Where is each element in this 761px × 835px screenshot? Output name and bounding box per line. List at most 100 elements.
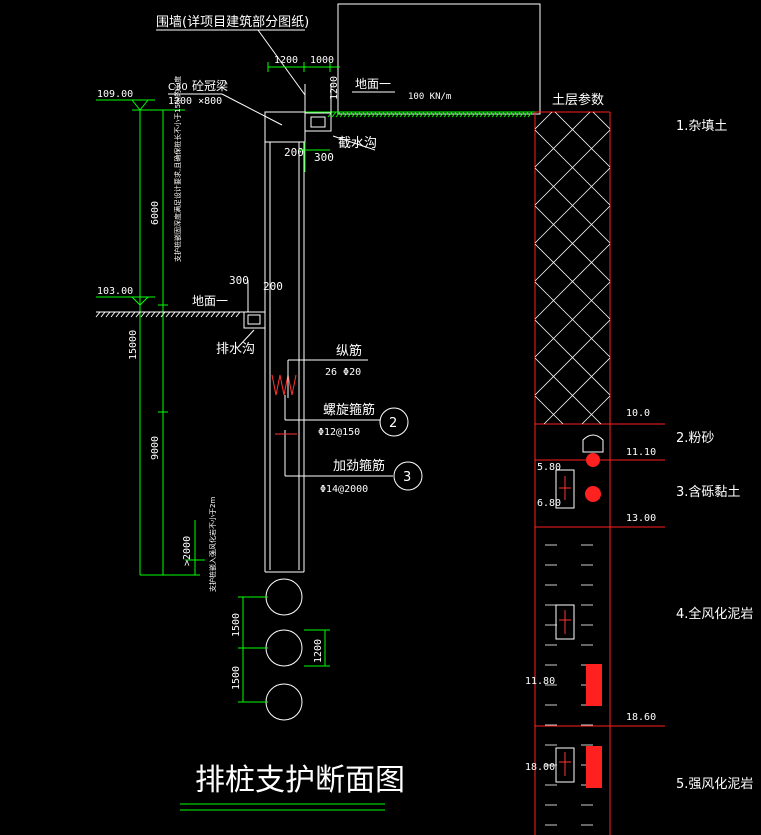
hatch-line bbox=[155, 311, 161, 318]
dim-15000: 15000 bbox=[128, 330, 139, 360]
note-lower: 支护桩嵌入强风化岩不小于2m bbox=[208, 497, 217, 592]
hatch-line bbox=[170, 311, 176, 318]
hatch-line bbox=[403, 111, 409, 118]
hatch-line bbox=[581, 395, 611, 425]
callout-3-num: 3 bbox=[403, 470, 411, 485]
hatch-line bbox=[399, 111, 405, 118]
hatch-line bbox=[339, 111, 345, 118]
hatch-line bbox=[499, 111, 505, 118]
hatch-line bbox=[463, 111, 469, 118]
depth-4: 18.60 bbox=[626, 712, 656, 723]
hatch-line bbox=[415, 111, 421, 118]
hatch-line bbox=[359, 111, 365, 118]
sample-1: 5.80 bbox=[537, 462, 561, 473]
rebar-long-name: 纵筋 bbox=[336, 343, 362, 359]
dim-300: 300 bbox=[314, 151, 334, 164]
depth-3: 13.00 bbox=[626, 513, 656, 524]
dim-plan-1500a: 1500 bbox=[231, 613, 242, 637]
pile-body bbox=[264, 142, 305, 573]
hatch-line bbox=[495, 111, 501, 118]
hatch-line bbox=[534, 395, 564, 425]
elev-mid: 103.00 bbox=[97, 286, 133, 297]
hatch-line bbox=[120, 311, 126, 318]
lower-ditch bbox=[243, 280, 266, 329]
hatch-line bbox=[371, 111, 377, 118]
hatch-line bbox=[355, 111, 361, 118]
elev-top-marker bbox=[96, 99, 185, 575]
crown-beam bbox=[264, 111, 306, 143]
hatch-line bbox=[225, 311, 231, 318]
hatch-line bbox=[534, 111, 553, 130]
hatch-line bbox=[515, 111, 521, 118]
hatch-line bbox=[200, 311, 206, 318]
soil-layer-5: 5.强风化泥岩 bbox=[676, 777, 753, 792]
hatch-line bbox=[511, 111, 517, 118]
hatch-line bbox=[367, 111, 373, 118]
soil-header: 土层参数 bbox=[552, 92, 604, 108]
rebar-spiral-spec: Φ12@150 bbox=[318, 427, 360, 438]
hatch-line bbox=[160, 311, 166, 318]
hatch-line bbox=[419, 111, 425, 118]
hatch-line bbox=[387, 111, 393, 118]
hatch-line bbox=[110, 311, 116, 318]
hatch-line bbox=[145, 311, 151, 318]
hatch-line bbox=[383, 111, 389, 118]
hatch-line bbox=[592, 111, 611, 130]
hatch-line bbox=[180, 311, 186, 318]
hatch-line bbox=[534, 167, 611, 244]
hatch-line bbox=[534, 243, 611, 320]
hatch-line bbox=[190, 311, 196, 318]
rebar-long-spec: 26 Φ20 bbox=[325, 367, 361, 378]
hatch-line bbox=[185, 311, 191, 318]
hatch-line bbox=[523, 111, 529, 118]
hatch-line bbox=[534, 205, 611, 282]
hatch-line bbox=[503, 111, 509, 118]
hatch-line bbox=[443, 111, 449, 118]
hatch-line bbox=[554, 111, 611, 168]
elev-mid-marker bbox=[96, 296, 155, 306]
pile-plan-dims bbox=[238, 596, 330, 703]
ground-lower-hatch bbox=[95, 311, 241, 318]
hatch-line bbox=[395, 111, 401, 118]
top-note: 围墙(详项目建筑部分图纸) bbox=[156, 14, 309, 30]
beam-size: 1200 ×800 bbox=[168, 96, 222, 107]
hatch-line bbox=[471, 111, 477, 118]
beam-grade: C30 bbox=[168, 82, 188, 93]
dim-200: 200 bbox=[284, 146, 304, 159]
hatch-line bbox=[150, 311, 156, 318]
hatch-line bbox=[519, 111, 525, 118]
hatch-line bbox=[467, 111, 473, 118]
elev-top: 109.00 bbox=[97, 89, 133, 100]
hatch-line bbox=[439, 111, 445, 118]
ground-upper-label: 地面一 bbox=[355, 77, 391, 91]
callout-3 bbox=[393, 461, 423, 491]
hatch-line bbox=[130, 311, 136, 318]
sample-3: 11.80 bbox=[525, 676, 555, 687]
hatch-line bbox=[534, 357, 602, 425]
hatch-line bbox=[527, 111, 533, 118]
hatch-line bbox=[335, 111, 341, 118]
hatch-line bbox=[363, 111, 369, 118]
hatch-line bbox=[100, 311, 106, 318]
hatch-line bbox=[351, 111, 357, 118]
hatch-line bbox=[411, 111, 417, 118]
hatch-line bbox=[435, 111, 441, 118]
rebar-spiral-name: 螺旋箍筋 bbox=[323, 402, 375, 418]
hatch-line bbox=[125, 311, 131, 318]
hatch-line bbox=[455, 111, 461, 118]
rebar-stiff-name: 加劲箍筋 bbox=[333, 458, 385, 474]
hatch-line bbox=[534, 129, 611, 206]
hatch-line bbox=[491, 111, 497, 118]
soil-layer-3: 3.含砾黏土 bbox=[676, 484, 740, 500]
dim-9000: 9000 bbox=[150, 436, 161, 460]
dim-6000: 6000 bbox=[150, 201, 161, 225]
dim-lower-200: 200 bbox=[263, 280, 283, 293]
hatch-line bbox=[427, 111, 433, 118]
soil-layer-4: 4.全风化泥岩 bbox=[676, 606, 753, 622]
pile-plan bbox=[265, 578, 303, 721]
hatch-line bbox=[105, 311, 111, 318]
hatch-line bbox=[479, 111, 485, 118]
soil-column bbox=[534, 111, 665, 835]
hatch-line bbox=[347, 111, 353, 118]
hatch-line bbox=[534, 111, 591, 168]
